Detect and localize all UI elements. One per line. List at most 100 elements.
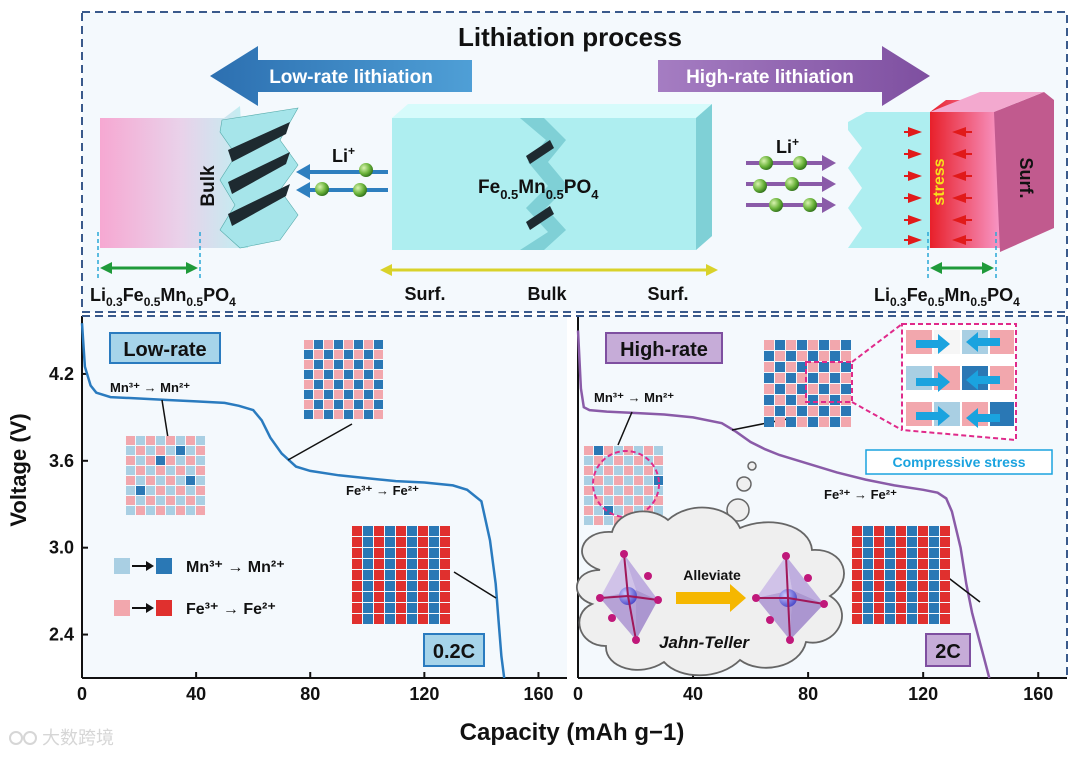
- lattice-cell: [885, 581, 895, 591]
- lattice-cell: [594, 446, 603, 455]
- lattice-cell: [775, 395, 785, 405]
- lattice-cell: [304, 360, 313, 369]
- lattice-cell: [604, 516, 613, 525]
- lattice-cell: [352, 537, 362, 547]
- lattice-cell: [594, 486, 603, 495]
- lattice-cell: [896, 526, 906, 536]
- lattice-cell: [324, 350, 333, 359]
- lattice-cell: [896, 570, 906, 580]
- lattice-cell: [136, 466, 145, 475]
- lattice-cell: [764, 406, 774, 416]
- high-rate-arrow: High-rate lithiation: [658, 46, 930, 106]
- lattice-cell: [584, 446, 593, 455]
- lattice-cell: [418, 537, 428, 547]
- lattice-cell: [352, 548, 362, 558]
- lattice-cell: [786, 417, 796, 427]
- lattice-cell: [186, 466, 195, 475]
- lattice-cell: [634, 506, 643, 515]
- lattice-cell: [364, 380, 373, 389]
- lattice-cell: [907, 570, 917, 580]
- lattice-cell: [594, 476, 603, 485]
- lattice-cell: [896, 614, 906, 624]
- y-axis-label: Voltage (V): [6, 413, 31, 526]
- lithiated-formula-right: Li0.3Fe0.5Mn0.5PO4: [874, 285, 1020, 309]
- lattice-cell: [396, 526, 406, 536]
- lattice-cell: [885, 537, 895, 547]
- lattice-cell: [429, 537, 439, 547]
- lattice-cell: [852, 614, 862, 624]
- lithiated-formula-left: Li0.3Fe0.5Mn0.5PO4: [90, 285, 236, 309]
- lattice-cell: [918, 570, 928, 580]
- li-label-left: Li: [332, 146, 348, 166]
- lattice-cell: [874, 526, 884, 536]
- lattice-cell: [374, 370, 383, 379]
- lattice-cell: [352, 526, 362, 536]
- lattice-cell: [863, 526, 873, 536]
- lattice-cell: [654, 486, 663, 495]
- lattice-cell: [819, 417, 829, 427]
- lattice-cell: [126, 476, 135, 485]
- lattice-cell: [196, 476, 205, 485]
- lattice-cell: [852, 559, 862, 569]
- lattice-cell: [363, 559, 373, 569]
- lattice-cell: [764, 373, 774, 383]
- lattice-cell: [352, 592, 362, 602]
- lattice-cell: [764, 384, 774, 394]
- lattice-cell: [907, 548, 917, 558]
- low-rate-arrow-label: Low-rate lithiation: [269, 67, 433, 88]
- octahedron-right-icon: [752, 552, 828, 644]
- svg-text:大数跨境: 大数跨境: [42, 728, 114, 748]
- lattice-cell: [136, 446, 145, 455]
- compressive-stress-inset: [901, 323, 1017, 442]
- lattice-cell: [614, 486, 623, 495]
- svg-text:2C: 2C: [935, 641, 961, 663]
- lattice-cell: [324, 390, 333, 399]
- x-tick-label: 160: [523, 684, 553, 704]
- lattice-cell: [374, 380, 383, 389]
- jahn-teller-cloud: [576, 461, 845, 677]
- lattice-cell: [654, 496, 663, 505]
- lattice-cell: [841, 362, 851, 372]
- lattice-cell: [644, 506, 653, 515]
- lattice-cell: [176, 506, 185, 515]
- lattice-cell: [775, 417, 785, 427]
- watermark: 大数跨境: [9, 728, 114, 748]
- lattice-cell: [385, 570, 395, 580]
- lattice-cell: [196, 486, 205, 495]
- lattice-cell: [786, 373, 796, 383]
- lattice-cell: [126, 506, 135, 515]
- legend: Mn³⁺ → Mn²⁺ Fe³⁺ → Fe²⁺: [114, 558, 285, 618]
- lattice-cell: [885, 526, 895, 536]
- lattice-cell: [940, 614, 950, 624]
- lattice-cell: [624, 486, 633, 495]
- lattice-grids: [126, 340, 950, 624]
- lattice-cell: [196, 466, 205, 475]
- lattice-cell: [808, 373, 818, 383]
- lattice-cell: [374, 526, 384, 536]
- lattice-cell: [363, 614, 373, 624]
- rate-badge-high: 2C: [925, 633, 971, 667]
- lattice-cell: [863, 614, 873, 624]
- lattice-cell: [797, 362, 807, 372]
- lattice-cell: [156, 466, 165, 475]
- legend-mn-dark: [156, 558, 172, 574]
- lattice-cell: [841, 384, 851, 394]
- lattice-cell: [440, 559, 450, 569]
- lattice-cell: [808, 340, 818, 350]
- lattice-cell: [852, 537, 862, 547]
- lattice-cell: [418, 592, 428, 602]
- lattice-cell: [797, 417, 807, 427]
- svg-text:Compressive stress: Compressive stress: [892, 454, 1025, 470]
- lattice-cell: [186, 456, 195, 465]
- lattice-cell: [186, 446, 195, 455]
- lattice-cell: [830, 362, 840, 372]
- lattice-cell: [918, 537, 928, 547]
- lattice-cell: [418, 581, 428, 591]
- lattice-cell: [156, 486, 165, 495]
- lattice-cell: [146, 456, 155, 465]
- lattice-cell: [896, 603, 906, 613]
- lattice-cell: [940, 581, 950, 591]
- lattice-cell: [614, 496, 623, 505]
- x-tick-label: 0: [573, 684, 583, 704]
